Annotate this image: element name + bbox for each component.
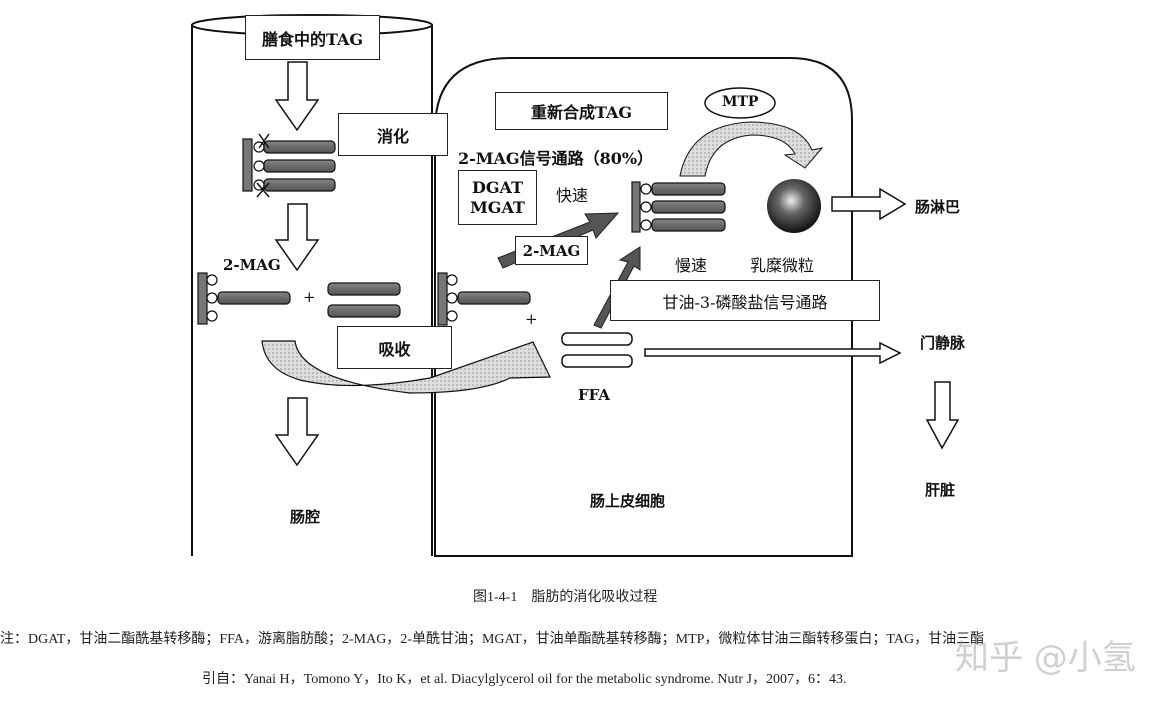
slow-label: 慢速 [675,256,708,275]
down-arrow-icon [274,397,320,467]
portal-vein-label: 门静脉 [920,334,966,352]
plus-sign: + [525,310,538,328]
digestion-box: 消化 [338,113,448,156]
dietary-tag-box: 膳食中的TAG [245,15,380,60]
g3p-pathway-box: 甘油-3-磷酸盐信号通路 [610,280,880,321]
mag-arrow-box: 2-MAG [515,236,588,265]
figure-citation: 引自：Yanai H，Tomono Y，Ito K，et al. Diacylg… [202,672,847,687]
ffa-label: FFA [578,386,611,404]
figure-note: 注：DGAT，甘油二酯酰基转移酶；FFA，游离脂肪酸；2-MAG，2-单酰甘油；… [0,632,985,647]
mtp-label: MTP [722,94,759,110]
chylomicron-label: 乳糜微粒 [750,256,815,275]
resynthesis-box: 重新合成TAG [495,92,668,130]
mag-molecule-cell [437,272,531,326]
mtp-transfer-arrow [679,121,824,177]
mgat-label: MGAT [470,197,525,217]
enterocyte-cell [434,57,853,557]
down-arrow-icon [274,61,320,132]
resynthesized-tag-molecule [631,181,726,233]
right-arrow-icon [831,187,907,221]
chylomicron-sphere [767,179,821,233]
lymph-label: 肠淋巴 [915,198,961,216]
tag-molecule [242,133,336,198]
mtp-ellipse [704,87,776,119]
absorption-box: 吸收 [337,326,452,369]
mag-pathway-label: 2-MAG信号通路（80%） [458,149,654,168]
down-arrow-icon [925,381,960,450]
ffa-molecules [561,332,633,368]
enterocyte-label: 肠上皮细胞 [590,492,666,510]
fast-label: 快速 [556,186,589,205]
liver-label: 肝脏 [925,481,956,499]
absorption-arrow [261,340,551,394]
lumen-label: 肠腔 [290,508,321,526]
watermark: 知乎 @小氢 [955,638,1136,678]
mag-label: 2-MAG [223,256,281,274]
right-arrow-icon [644,341,902,365]
figure-caption: 图1-4-1 脂肪的消化吸收过程 [473,590,658,605]
enzyme-box: DGAT MGAT [458,170,537,225]
dgat-label: DGAT [472,177,523,197]
mag-molecule [197,272,401,325]
down-arrow-icon [274,203,320,272]
plus-sign: + [303,288,316,306]
